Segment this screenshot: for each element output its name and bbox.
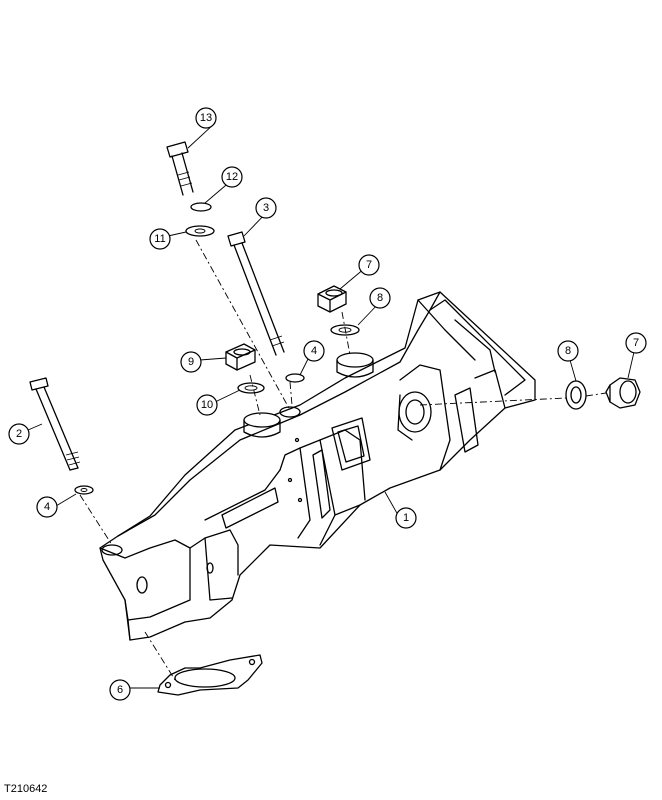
callout-13: 13 bbox=[195, 107, 217, 129]
lock-washer-top bbox=[190, 202, 212, 212]
callout-8-top-label: 8 bbox=[377, 292, 383, 304]
callout-12: 12 bbox=[221, 166, 243, 188]
figure-id-label: T210642 bbox=[4, 783, 48, 795]
callout-8-side: 8 bbox=[557, 340, 579, 362]
callout-6-label: 6 bbox=[117, 684, 123, 696]
callout-2-label: 2 bbox=[16, 428, 22, 440]
callout-4-middle: 4 bbox=[303, 340, 325, 362]
washer-middle bbox=[285, 373, 305, 383]
callout-7-top: 7 bbox=[358, 254, 380, 276]
callout-7-top-label: 7 bbox=[366, 259, 372, 271]
callout-11: 11 bbox=[149, 228, 171, 250]
callout-4-left: 4 bbox=[36, 496, 58, 518]
callout-4-middle-label: 4 bbox=[311, 345, 317, 357]
callout-12-label: 12 bbox=[226, 171, 238, 183]
exhaust-manifold bbox=[99, 291, 536, 641]
callout-6: 6 bbox=[109, 679, 131, 701]
callout-13-label: 13 bbox=[200, 112, 212, 124]
cap-screw-top bbox=[166, 141, 194, 196]
cap-screw-left bbox=[29, 377, 81, 471]
callout-7-side: 7 bbox=[625, 332, 647, 354]
seal-ring-left bbox=[237, 382, 265, 394]
plug-side bbox=[605, 377, 641, 409]
plug-top bbox=[317, 285, 347, 313]
leader-lines bbox=[27, 122, 635, 689]
callout-9-label: 9 bbox=[188, 356, 194, 368]
callout-7-side-label: 7 bbox=[633, 337, 639, 349]
callout-1: 1 bbox=[395, 507, 417, 529]
spacer-washer-top bbox=[185, 225, 215, 237]
callout-4-left-label: 4 bbox=[44, 501, 50, 513]
callout-9: 9 bbox=[180, 351, 202, 373]
callout-11-label: 11 bbox=[154, 233, 165, 245]
plug-left bbox=[225, 343, 256, 371]
callout-8-top: 8 bbox=[369, 287, 391, 309]
callout-3-label: 3 bbox=[263, 202, 269, 214]
cap-screw-middle bbox=[227, 231, 285, 356]
seal-ring-side bbox=[565, 380, 587, 410]
callout-1-label: 1 bbox=[403, 512, 409, 524]
gasket bbox=[157, 654, 263, 696]
assembly-center-lines bbox=[79, 239, 607, 681]
callout-3: 3 bbox=[255, 197, 277, 219]
callout-10: 10 bbox=[196, 394, 218, 416]
callout-8-side-label: 8 bbox=[565, 345, 571, 357]
callout-2: 2 bbox=[8, 423, 30, 445]
callout-10-label: 10 bbox=[201, 399, 213, 411]
washer-left bbox=[74, 485, 94, 495]
